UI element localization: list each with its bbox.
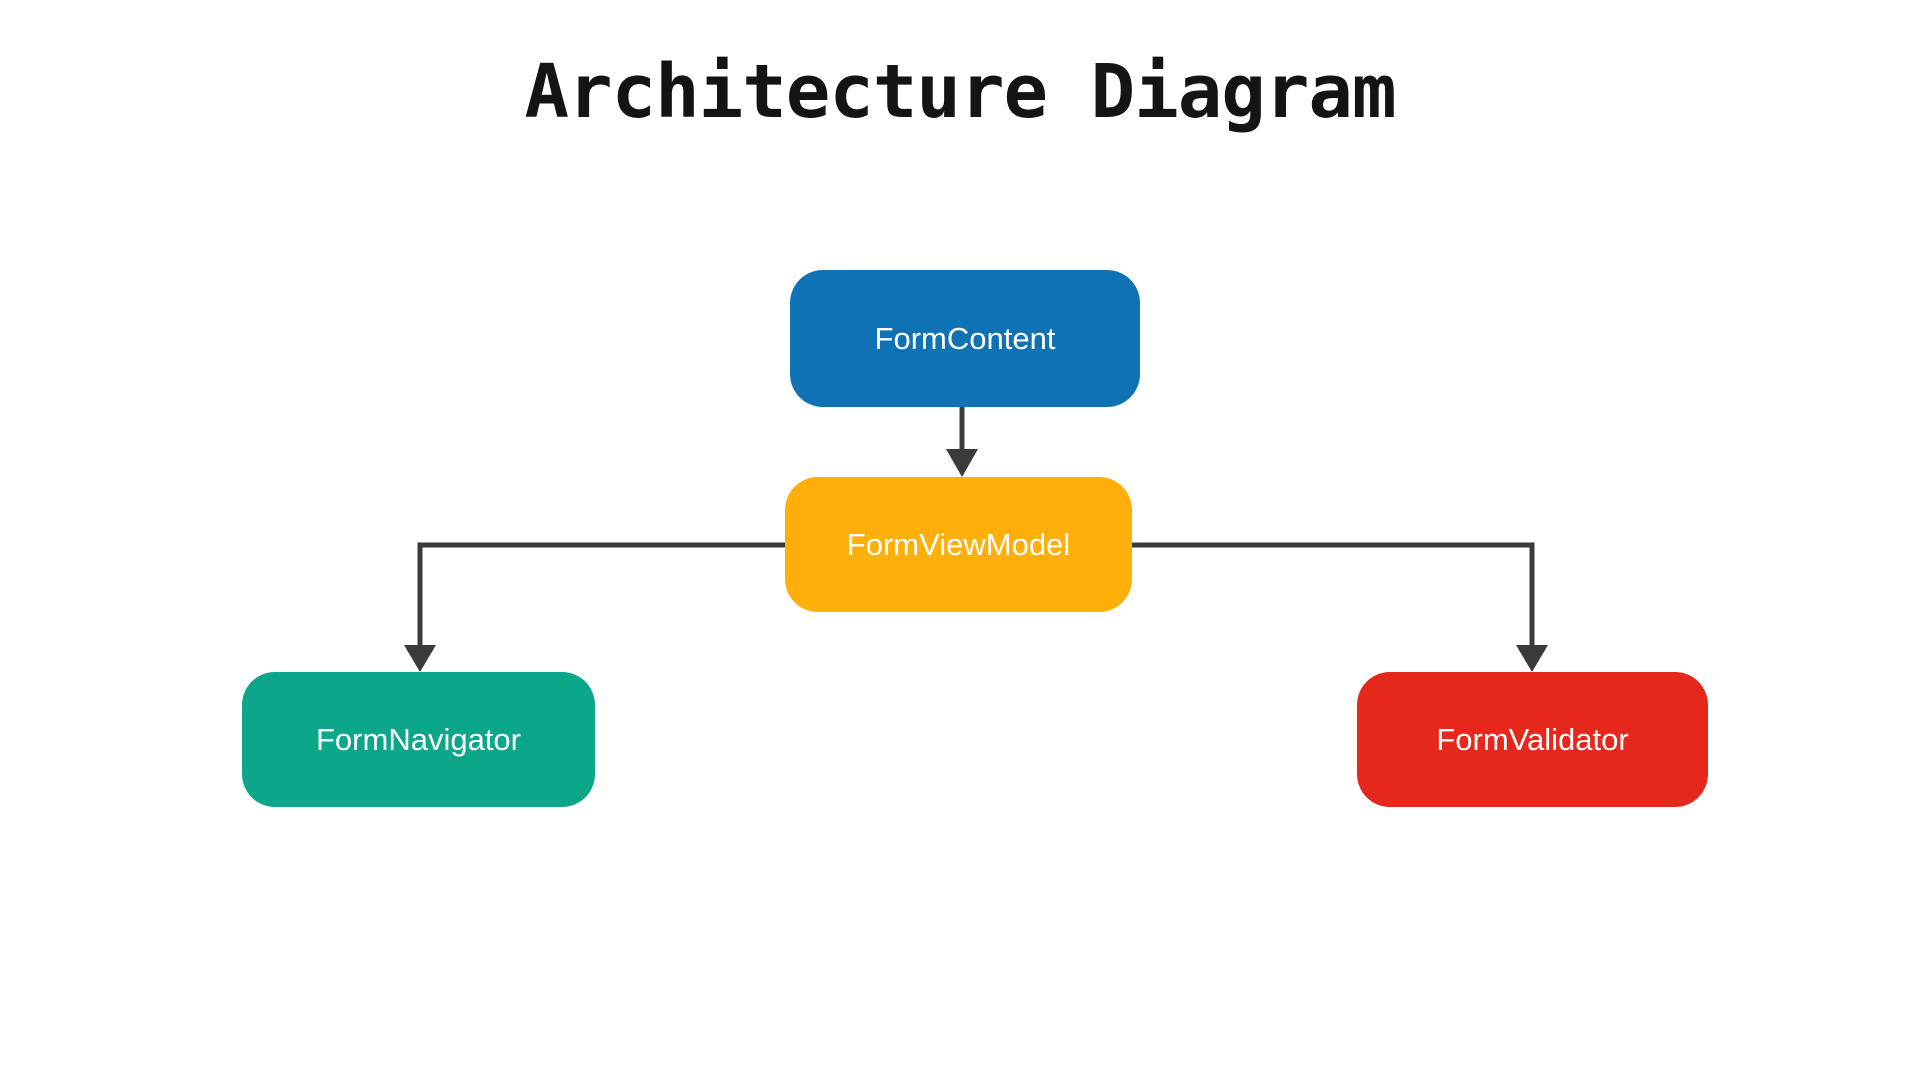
node-form-validator-label: FormValidator bbox=[1436, 722, 1629, 757]
edge-formviewmodel-formvalidator bbox=[1132, 542, 1548, 672]
arrowhead-icon bbox=[946, 449, 978, 477]
node-form-validator: FormValidator bbox=[1357, 672, 1708, 807]
arrowhead-icon bbox=[404, 645, 436, 672]
node-form-navigator-label: FormNavigator bbox=[316, 722, 521, 757]
node-form-content-label: FormContent bbox=[874, 321, 1056, 356]
node-form-content: FormContent bbox=[790, 270, 1140, 407]
node-form-navigator: FormNavigator bbox=[242, 672, 595, 807]
node-form-view-model-label: FormViewModel bbox=[846, 527, 1071, 562]
edge-formviewmodel-formnavigator bbox=[404, 542, 785, 672]
page-title: Architecture Diagram bbox=[524, 49, 1396, 135]
edge-line bbox=[417, 542, 785, 650]
edge-formcontent-formviewmodel bbox=[946, 407, 978, 477]
edge-line bbox=[1132, 542, 1535, 650]
node-form-view-model: FormViewModel bbox=[785, 477, 1132, 612]
arrowhead-icon bbox=[1516, 645, 1548, 672]
